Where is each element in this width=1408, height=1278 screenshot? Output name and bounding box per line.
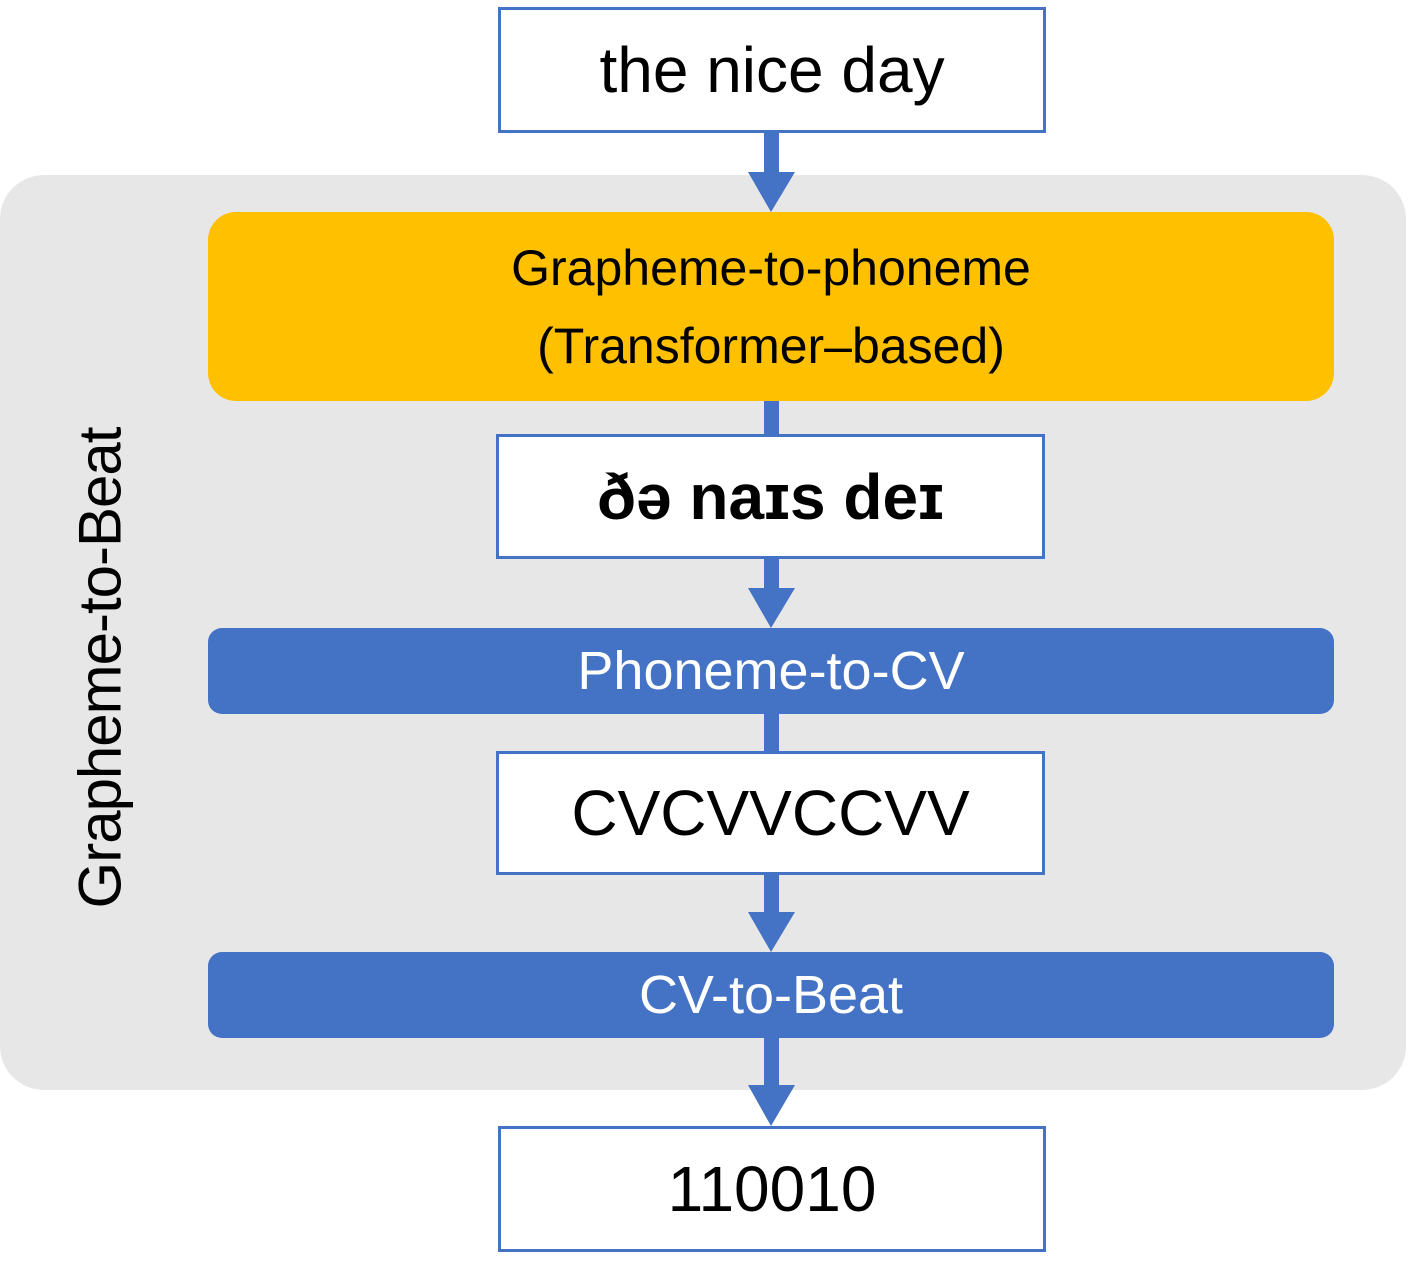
arrow-cv2b-to-beats-head [748,1085,795,1126]
g2p-subtitle: (Transformer–based) [537,317,1005,374]
arrow-input-to-g2p-shaft [764,133,779,175]
line-g2p-to-phonemes [764,401,779,434]
arrow-cv-to-cv2b-head [748,912,795,952]
input-text: the nice day [599,34,945,106]
g2p-title: Grapheme-to-phoneme [511,239,1031,296]
cv-to-beat-label: CV-to-Beat [638,965,904,1025]
cv-to-beat-block: CV-to-Beat [208,952,1334,1038]
phoneme-to-cv-label: Phoneme-to-CV [577,641,965,701]
line-p2cv-to-cv [764,714,779,751]
cv-sequence-text: CVCVVCCVV [571,777,970,849]
arrow-cv-to-cv2b-shaft [764,875,779,915]
arrow-cv2b-to-beats-shaft [764,1038,779,1088]
beat-output-text: 110010 [667,1153,877,1225]
grapheme-to-phoneme-block: Grapheme-to-phoneme (Transformer–based) [208,212,1334,401]
phoneme-box: ðə naɪs deɪ [496,434,1045,559]
beat-output-box: 110010 [498,1126,1046,1252]
phoneme-text: ðə naɪs deɪ [596,460,945,533]
input-text-box: the nice day [498,7,1046,133]
cv-sequence-box: CVCVVCCVV [496,751,1045,875]
arrow-phonemes-to-p2cv-head [748,588,795,628]
phoneme-to-cv-block: Phoneme-to-CV [208,628,1334,714]
arrow-phonemes-to-p2cv-shaft [764,559,779,591]
arrow-input-to-g2p-head [748,172,795,212]
